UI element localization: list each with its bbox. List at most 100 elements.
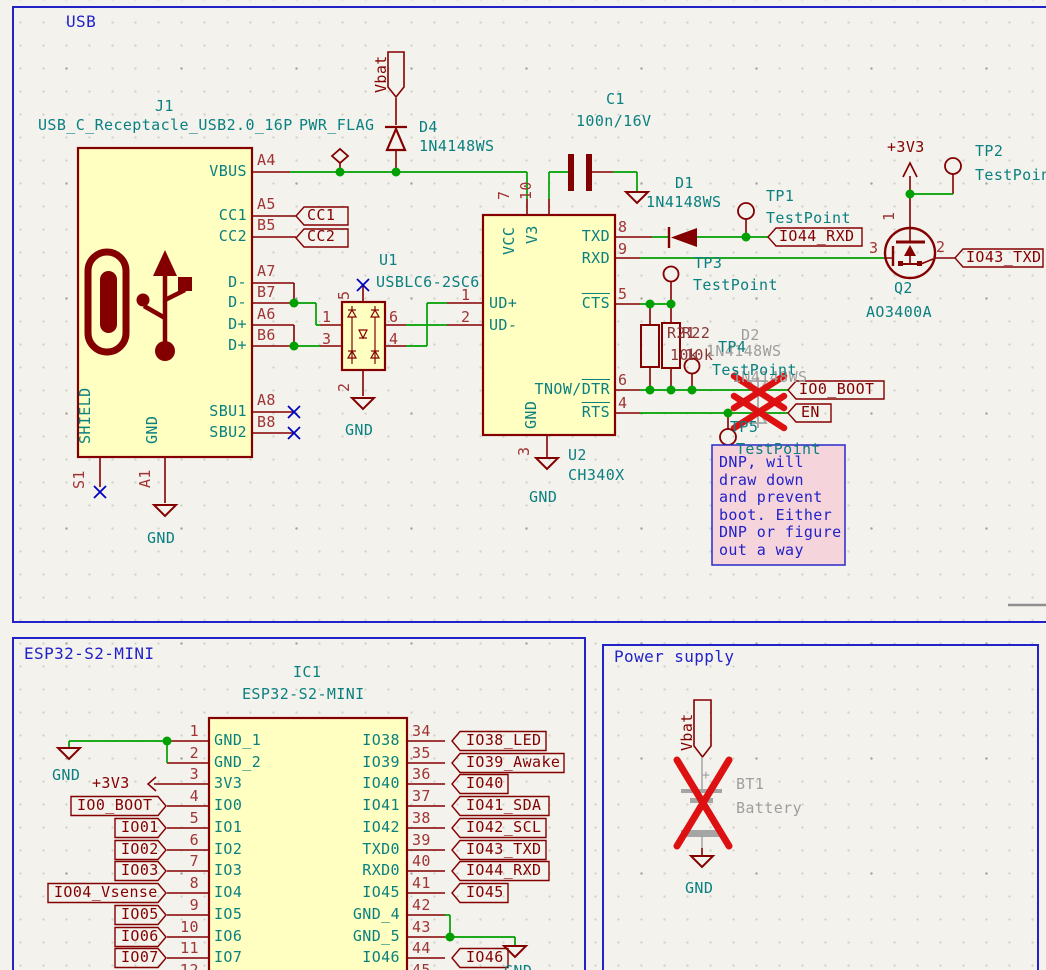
esp-plus3v3-global-label[interactable]: +3V3 bbox=[92, 776, 130, 791]
io43-txd-net-label[interactable]: IO43_TXD bbox=[966, 250, 1041, 265]
ic1-pinnum: 38 bbox=[412, 811, 431, 826]
ic1-pin-name: IO3 bbox=[214, 863, 242, 878]
ic1-pin-name: 3V3 bbox=[214, 776, 242, 791]
vbat-label-power[interactable]: Vbat bbox=[680, 713, 695, 751]
esp-net-label[interactable]: IO40 bbox=[466, 776, 504, 791]
cc2-net-label[interactable]: CC2 bbox=[307, 229, 335, 244]
u2-ref[interactable]: U2 bbox=[568, 448, 587, 463]
u2-pin-v3: V3 bbox=[525, 225, 540, 244]
io0-boot-net-label[interactable]: IO0_BOOT bbox=[799, 382, 874, 397]
ic1-pinnum: 7 bbox=[171, 854, 199, 869]
tp1-value[interactable]: TestPoint bbox=[766, 211, 851, 226]
io44-rxd-net-label[interactable]: IO44_RXD bbox=[779, 229, 854, 244]
u2-pin-udp: UD+ bbox=[489, 296, 517, 311]
j1-ref[interactable]: J1 bbox=[155, 99, 174, 114]
r22-ref[interactable]: R22 bbox=[682, 326, 710, 341]
j1-pin-gnd: GND bbox=[145, 416, 160, 444]
ic1-pinnum: 34 bbox=[412, 724, 431, 739]
esp-net-label[interactable]: IO45 bbox=[466, 885, 504, 900]
esp-net-label[interactable]: IO06 bbox=[121, 929, 159, 944]
tp3-ref[interactable]: TP3 bbox=[694, 256, 722, 271]
esp-net-label[interactable]: IO03 bbox=[121, 863, 159, 878]
q2-mosfet-symbol[interactable] bbox=[885, 228, 935, 278]
d1-ref[interactable]: D1 bbox=[675, 176, 694, 191]
ic1-ref[interactable]: IC1 bbox=[293, 665, 321, 680]
usb-section-title[interactable]: USB bbox=[66, 14, 96, 29]
plus3v3-label[interactable]: +3V3 bbox=[887, 140, 925, 155]
ic1-pinnum: 9 bbox=[171, 898, 199, 913]
tp5-ref[interactable]: TP5 bbox=[730, 420, 758, 435]
d4-ref[interactable]: D4 bbox=[419, 120, 438, 135]
en-net-label[interactable]: EN bbox=[801, 405, 820, 420]
esp-net-label[interactable]: IO05 bbox=[121, 907, 159, 922]
power-section-title[interactable]: Power supply bbox=[614, 649, 734, 664]
j1-pinnum-b8: B8 bbox=[257, 415, 276, 430]
u2-pin-gnd: GND bbox=[524, 401, 539, 429]
c1-capacitor-symbol[interactable] bbox=[568, 154, 592, 191]
u1-gnd-label[interactable]: GND bbox=[345, 423, 373, 438]
cc1-net-label[interactable]: CC1 bbox=[307, 208, 335, 223]
c1-value[interactable]: 100n/16V bbox=[576, 114, 651, 129]
tp4-ref[interactable]: TP4 bbox=[718, 340, 746, 355]
r21-resistor-symbol[interactable] bbox=[641, 325, 659, 367]
esp-net-label[interactable]: IO41_SDA bbox=[466, 798, 541, 813]
ic1-pin-name: IO42 bbox=[340, 820, 400, 835]
esp-net-label[interactable]: IO44_RXD bbox=[466, 863, 541, 878]
esp-net-label[interactable]: IO01 bbox=[121, 820, 159, 835]
pwr-flag-label[interactable]: PWR_FLAG bbox=[299, 118, 374, 133]
bt1-value[interactable]: Battery bbox=[736, 801, 802, 816]
j1-value[interactable]: USB_C_Receptacle_USB2.0_16P bbox=[38, 118, 293, 133]
d4-diode-symbol[interactable] bbox=[385, 127, 407, 150]
q2-value[interactable]: AO3400A bbox=[866, 305, 932, 320]
j1-gnd-label[interactable]: GND bbox=[147, 531, 175, 546]
ic1-pinnum: 45 bbox=[412, 963, 431, 970]
esp-net-label[interactable]: IO42_SCL bbox=[466, 820, 541, 835]
pwr-flag-symbol[interactable] bbox=[332, 149, 348, 163]
u2-value[interactable]: CH340X bbox=[568, 468, 625, 483]
u2-gnd-label[interactable]: GND bbox=[529, 490, 557, 505]
tp3-value[interactable]: TestPoint bbox=[693, 278, 778, 293]
esp-net-label[interactable]: IO39_Awake bbox=[466, 755, 560, 770]
u1-ref[interactable]: U1 bbox=[379, 253, 398, 268]
esp-net-label[interactable]: IO07 bbox=[121, 950, 159, 965]
esp-net-label[interactable]: IO04_Vsense bbox=[54, 885, 158, 900]
c1-ref[interactable]: C1 bbox=[606, 92, 625, 107]
q2-pinnum-3: 3 bbox=[869, 241, 878, 256]
power-section-box[interactable] bbox=[603, 645, 1038, 970]
vbat-label-usb[interactable]: Vbat bbox=[374, 55, 389, 93]
esp-gnd-right-label[interactable]: GND bbox=[504, 964, 532, 970]
plus3v3-symbol[interactable] bbox=[903, 163, 917, 177]
u2-pin-tnow: TNOW/ bbox=[535, 380, 582, 398]
esp-net-label[interactable]: IO02 bbox=[121, 842, 159, 857]
esp-gnd-left-label[interactable]: GND bbox=[52, 768, 80, 783]
esp32-section-title[interactable]: ESP32-S2-MINI bbox=[24, 646, 154, 661]
note-line: boot. Either bbox=[719, 508, 832, 523]
tp4-value[interactable]: TestPoint bbox=[712, 363, 797, 378]
tp1-ref[interactable]: TP1 bbox=[766, 189, 794, 204]
esp-net-label[interactable]: IO38_LED bbox=[466, 733, 541, 748]
d1-diode-symbol[interactable] bbox=[669, 227, 697, 248]
u1-pinnum-5: 5 bbox=[337, 291, 352, 300]
tp2-ref[interactable]: TP2 bbox=[975, 144, 1003, 159]
d1-value[interactable]: 1N4148WS bbox=[646, 195, 721, 210]
esp-net-label[interactable]: IO0_BOOT bbox=[77, 798, 152, 813]
u2-pinnum-9: 9 bbox=[618, 242, 627, 257]
power-gnd-label[interactable]: GND bbox=[685, 881, 713, 896]
esp-net-label[interactable]: IO46 bbox=[466, 950, 504, 965]
u2-pinnum-1: 1 bbox=[461, 288, 470, 303]
ic1-pin-name: IO7 bbox=[214, 950, 242, 965]
ic1-value[interactable]: ESP32-S2-MINI bbox=[242, 687, 365, 702]
bt1-ref[interactable]: BT1 bbox=[736, 777, 764, 792]
q2-pinnum-1: 1 bbox=[882, 212, 897, 221]
u2-pinnum-8: 8 bbox=[618, 220, 627, 235]
j1-pin-cc1: CC1 bbox=[197, 208, 247, 223]
tp2-value[interactable]: TestPoint bbox=[975, 168, 1046, 183]
d4-value[interactable]: 1N4148WS bbox=[419, 139, 494, 154]
ic1-pin-name: GND_5 bbox=[340, 929, 400, 944]
vbat-symbol-usb[interactable] bbox=[388, 52, 404, 97]
vbat-symbol-power[interactable] bbox=[694, 700, 711, 757]
esp-net-label[interactable]: IO43_TXD bbox=[466, 842, 541, 857]
ic1-pinnum: 43 bbox=[412, 920, 431, 935]
q2-ref[interactable]: Q2 bbox=[894, 281, 913, 296]
